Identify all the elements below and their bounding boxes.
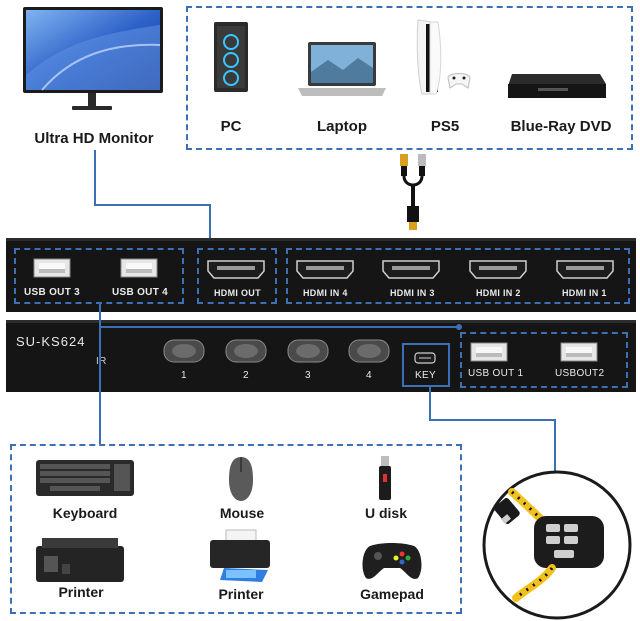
- key-wire-drop: [429, 387, 431, 420]
- monitor-wire-drop: [209, 204, 211, 244]
- usb-wire-dot: [456, 324, 462, 330]
- hdmi-in-2-port-icon: [469, 260, 527, 279]
- button-3-label: 3: [305, 370, 311, 381]
- usb-port-1-icon: [470, 342, 508, 362]
- hdmi-in-4-port-icon: [296, 260, 354, 279]
- bluray-player-icon: [508, 74, 606, 98]
- usb-out-1-label: USB OUT 1: [468, 368, 524, 379]
- pc-label: PC: [220, 118, 242, 135]
- udisk-icon: [379, 456, 391, 500]
- ir-label: IR: [96, 356, 107, 367]
- peripherals-box: [10, 444, 462, 614]
- usb-port-2-icon: [560, 342, 598, 362]
- usb-port-4-icon: [120, 258, 158, 278]
- printer-1-label: Printer: [58, 584, 104, 600]
- printer-2-label: Printer: [218, 586, 264, 602]
- keyboard-label: Keyboard: [52, 505, 118, 521]
- usb-port-3-icon: [33, 258, 71, 278]
- laptop-label: Laptop: [317, 118, 367, 135]
- gamepad-label: Gamepad: [360, 586, 424, 602]
- monitor-icon: [23, 7, 163, 110]
- usb-wire-rear-link: [99, 326, 459, 328]
- key-label: KEY: [415, 370, 436, 381]
- key-port-box: [402, 343, 450, 387]
- usb-out-rear-box: [14, 248, 184, 304]
- key-wire-horizontal: [429, 419, 556, 421]
- hdmi-out-label: HDMI OUT: [214, 288, 261, 298]
- button-4-label: 4: [366, 370, 372, 381]
- hdmi-in-box: [286, 248, 630, 304]
- hdmi-in-3-label: HDMI IN 3: [390, 288, 435, 298]
- channel-button-3[interactable]: [287, 339, 331, 365]
- printer-2-icon: [210, 529, 270, 582]
- monitor-wire-horizontal: [94, 204, 211, 206]
- channel-button-1[interactable]: [163, 339, 207, 365]
- hdmi-out-box: [197, 248, 277, 304]
- bluray-label: Blue-Ray DVD: [510, 118, 612, 135]
- hdmi-in-3-port-icon: [382, 260, 440, 279]
- wired-remote-switch-icon: [482, 470, 632, 620]
- key-port-icon: [414, 352, 436, 364]
- keyboard-icon: [36, 460, 134, 496]
- model-label: SU-KS624: [16, 334, 86, 349]
- ps5-label: PS5: [430, 118, 460, 135]
- usb-wire-rear-drop: [99, 304, 101, 444]
- hdmi-out-port-icon: [207, 260, 265, 279]
- pc-tower-icon: [214, 22, 248, 92]
- monitor-wire-vertical: [94, 150, 96, 205]
- usb-out-front-box: [460, 332, 628, 388]
- hdmi-in-2-label: HDMI IN 2: [476, 288, 521, 298]
- button-2-label: 2: [243, 370, 249, 381]
- source-devices-box: [186, 6, 633, 150]
- usb-out-4-label: USB OUT 4: [112, 287, 169, 298]
- mouse-label: Mouse: [219, 505, 265, 521]
- monitor-label: Ultra HD Monitor: [34, 130, 154, 147]
- mouse-icon: [229, 457, 253, 501]
- usb-out-2-label: USBOUT2: [555, 368, 605, 379]
- usb-hdmi-cable-icon: [400, 154, 426, 230]
- channel-button-4[interactable]: [348, 339, 392, 365]
- channel-button-2[interactable]: [225, 339, 269, 365]
- key-wire-down: [554, 419, 556, 474]
- laptop-icon: [298, 42, 386, 96]
- gamepad-icon: [362, 543, 422, 579]
- button-1-label: 1: [181, 370, 187, 381]
- udisk-label: U disk: [364, 505, 407, 521]
- printer-1-icon: [36, 538, 124, 582]
- hdmi-in-1-port-icon: [556, 260, 614, 279]
- usb-out-3-label: USB OUT 3: [24, 287, 81, 298]
- hdmi-in-4-label: HDMI IN 4: [303, 288, 348, 298]
- ps5-icon: [416, 19, 471, 95]
- hdmi-in-1-label: HDMI IN 1: [562, 288, 607, 298]
